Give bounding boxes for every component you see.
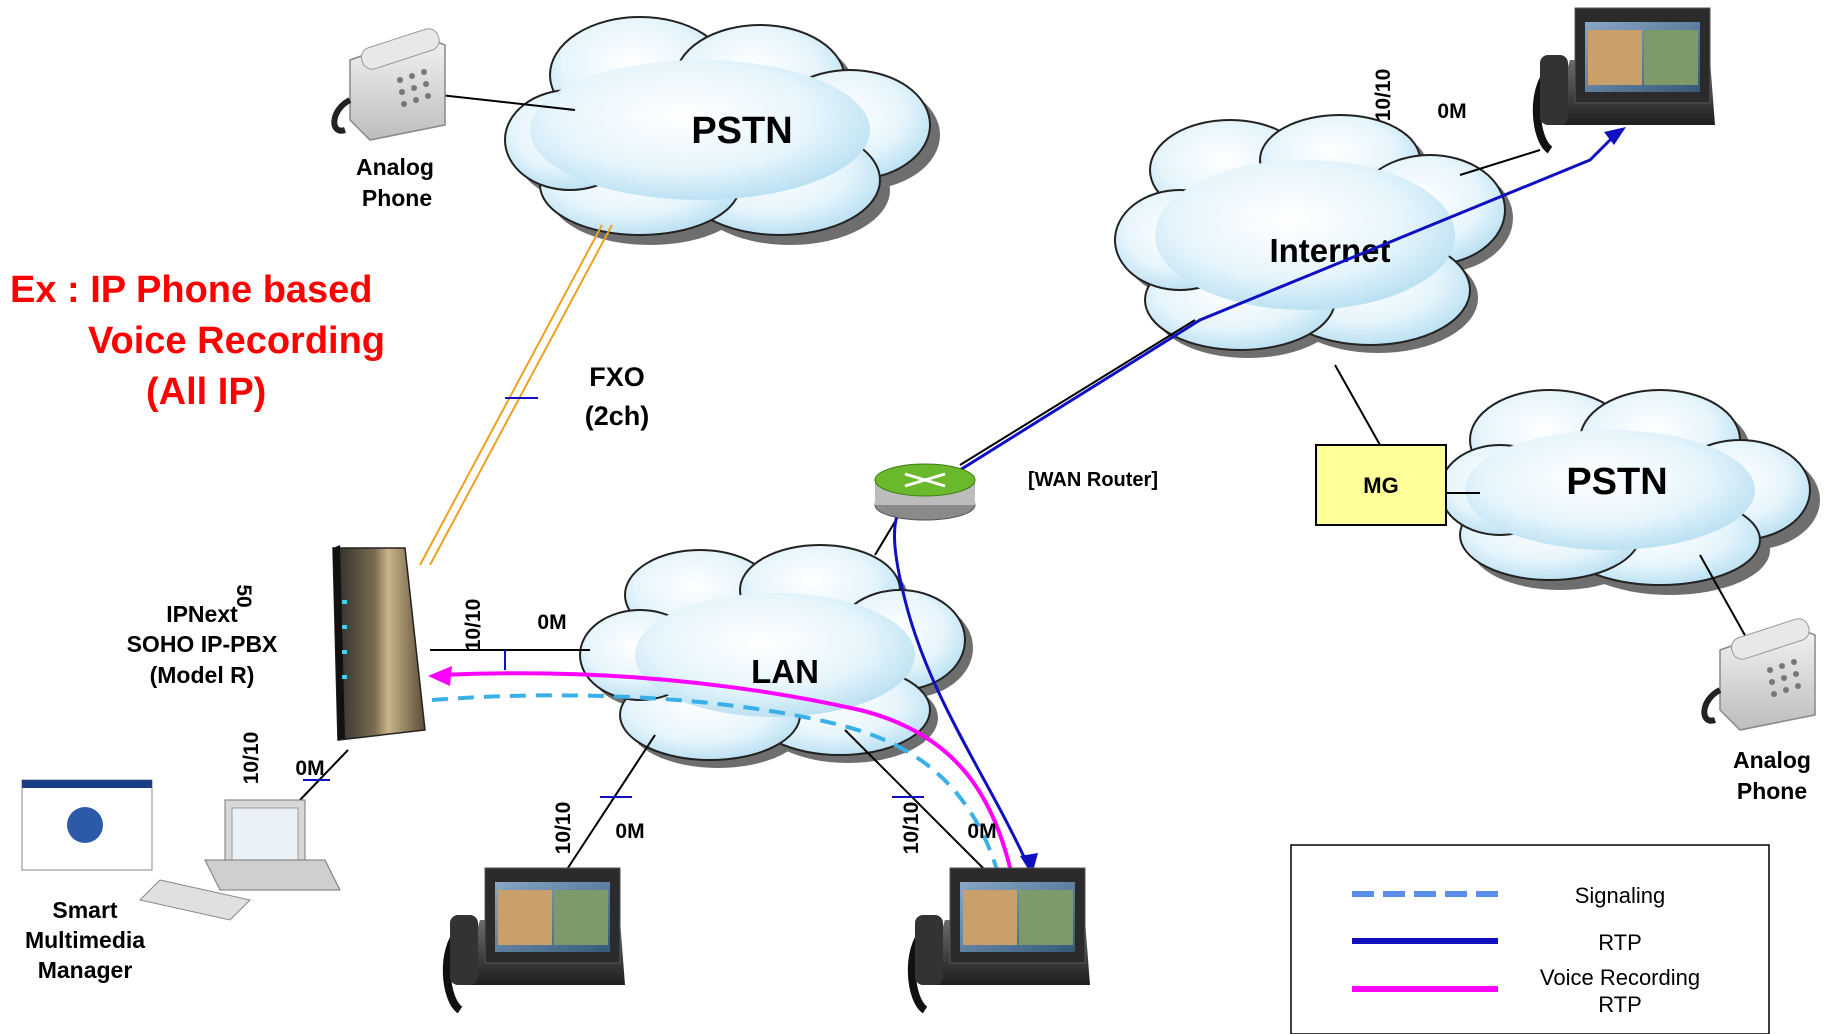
pbx-label-1: IPNext (166, 601, 238, 627)
svg-text:0M: 0M (1437, 100, 1466, 123)
fxo-label-2: (2ch) (585, 401, 650, 431)
voice-recording-flow (439, 671, 1015, 881)
pstn-right-cloud: PSTN (1439, 389, 1820, 595)
link-ticks (303, 397, 924, 798)
speed-label-internet: 10/10 0M (1372, 69, 1467, 123)
video-phone-right-icon (907, 867, 1090, 1014)
svg-text:10/10: 10/10 (1372, 69, 1395, 122)
video-phone-top-icon (1532, 7, 1715, 154)
manager-label-2: Multimedia (25, 927, 145, 953)
computer-icon (21, 779, 341, 921)
rtp-arrowhead-top (1604, 127, 1626, 145)
svg-text:10/10: 10/10 (240, 732, 263, 785)
svg-text:0M: 0M (537, 611, 566, 634)
speed-label-pc: 10/10 0M (240, 732, 325, 785)
lan-cloud: LAN (579, 544, 973, 768)
lan-label: LAN (751, 653, 819, 690)
svg-text:0M: 0M (615, 820, 644, 843)
wan-router-label: [WAN Router] (1028, 469, 1158, 491)
analog-phone-top-label-2: Phone (362, 185, 432, 211)
svg-text:10/10: 10/10 (900, 802, 923, 855)
router-icon (874, 463, 976, 521)
title-line-1: Ex : IP Phone based (10, 269, 373, 311)
pc-pbx-link (299, 749, 349, 801)
voice-recording-arrowhead (428, 666, 452, 686)
pbx-label-4: (Model R) (150, 662, 255, 688)
legend: Signaling RTP Voice Recording RTP (1290, 844, 1770, 1034)
svg-text:10/10: 10/10 (462, 599, 485, 652)
title-line-3: (All IP) (146, 371, 266, 413)
svg-text:0M: 0M (967, 820, 996, 843)
ip-pbx-icon (332, 545, 426, 741)
fxo-trunk (419, 224, 613, 566)
pstn-right-label: PSTN (1566, 461, 1667, 503)
analog-phone-top-icon (331, 28, 446, 141)
lan-phone2-link (844, 729, 1001, 886)
svg-text:10/10: 10/10 (552, 802, 575, 855)
analog-phone-right-icon (1701, 618, 1816, 731)
pstn-top-cloud: PSTN (504, 16, 940, 245)
svg-text:0M: 0M (295, 757, 324, 780)
legend-signaling-label: Signaling (1575, 883, 1666, 908)
speed-label-phone-left: 10/10 0M (552, 802, 645, 855)
internet-mg-link (1334, 364, 1381, 446)
fxo-label-1: FXO (589, 362, 645, 392)
signaling-flow (431, 693, 1002, 881)
legend-rtp-label: RTP (1598, 930, 1642, 955)
pstn-top-label: PSTN (691, 110, 792, 152)
internet-cloud: Internet (1114, 114, 1513, 358)
lan-phone1-link (559, 734, 656, 881)
analog-phone-top-label-1: Analog (356, 154, 434, 180)
router-internet-link (959, 319, 1196, 466)
legend-voice-label-1: Voice Recording (1540, 965, 1700, 990)
mg-box: MG (1315, 444, 1447, 526)
manager-label-3: Manager (38, 957, 133, 983)
legend-voice-label-2: RTP (1598, 992, 1642, 1017)
video-phone-left-icon (442, 867, 625, 1014)
speed-label-phone-right: 10/10 0M (900, 802, 997, 855)
mg-label: MG (1363, 473, 1398, 498)
analog-phone-right-label-1: Analog (1733, 747, 1811, 773)
analog-phone-right-label-2: Phone (1737, 778, 1807, 804)
pbx-label-3: SOHO IP-PBX (127, 631, 278, 657)
pstn-analog-link (439, 94, 576, 111)
pbx-label-2: 50 (232, 584, 255, 607)
manager-label-1: Smart (52, 897, 118, 923)
speed-label-pbx-lan: 10/10 0M (462, 599, 567, 652)
internet-phone-link (1459, 149, 1541, 176)
title-line-2: Voice Recording (88, 320, 385, 362)
